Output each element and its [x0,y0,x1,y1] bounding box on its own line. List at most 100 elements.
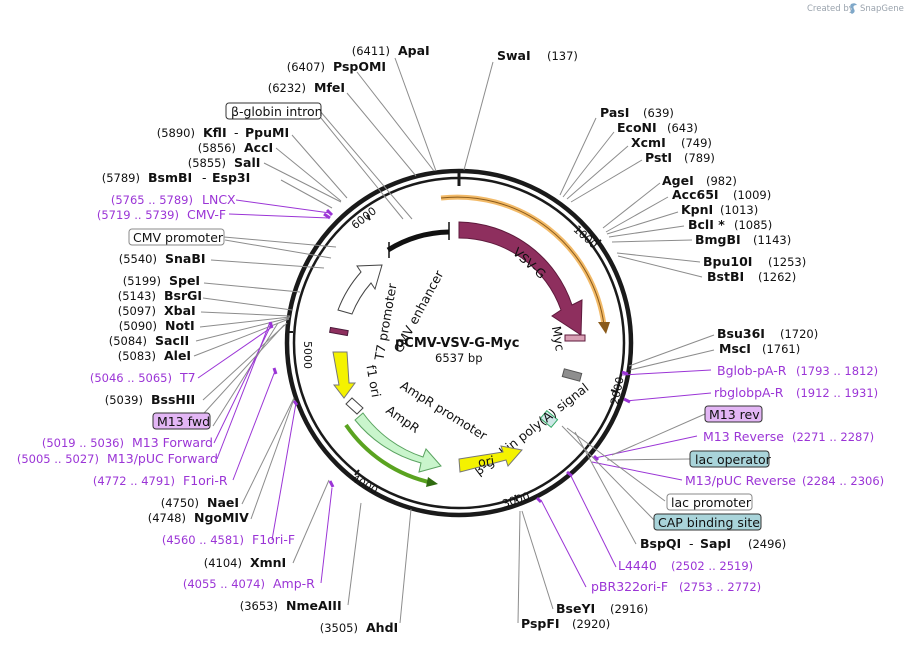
primer-f1ori-f[interactable]: (4560 .. 4581)F1ori-F [162,532,295,547]
site-acci[interactable]: (5856)AccI [198,140,273,155]
site-noti[interactable]: (5090)NotI [119,318,195,333]
site-msci[interactable]: MscI(1761) [719,341,800,356]
svg-text:(137): (137) [547,49,578,63]
svg-text:AhdI: AhdI [366,620,398,635]
site-bmgbi[interactable]: BmgBI(1143) [695,232,791,247]
site-besshii[interactable]: (5039)BssHII [105,392,195,407]
svg-text:EcoNI: EcoNI [617,120,657,135]
svg-text:(5083): (5083) [118,349,156,363]
box-cap-binding-site[interactable]: CAP binding site [653,513,762,531]
svg-text:(4748): (4748) [148,511,186,525]
box-m13-rev[interactable]: M13 rev [704,405,763,423]
site-alei[interactable]: (5083)AleI [118,348,191,363]
site-ngomiv[interactable]: (4748)NgoMIV [148,510,249,525]
svg-text:(5855): (5855) [188,156,226,170]
primer-l4440[interactable]: L4440(2502 .. 2519) [618,558,753,573]
primer-cmv-f[interactable]: (5719 .. 5739)CMV-F [97,207,226,222]
primer-t7[interactable]: (5046 .. 5065)T7 [90,370,196,385]
primer-lncx[interactable]: (5765 .. 5789)LNCX [111,192,236,207]
svg-text:NaeI: NaeI [207,495,239,510]
primer-pbr322ori-f[interactable]: pBR322ori-F(2753 .. 2772) [591,579,761,594]
site-sacii[interactable]: (5084)SacII [109,333,189,348]
svg-text:(1262): (1262) [758,270,796,284]
primer-bglob-pa-r[interactable]: Bglob-pA-R(1793 .. 1812) [717,363,878,378]
svg-text:(1085): (1085) [734,218,772,232]
site-bcli[interactable]: BclI *(1085) [688,217,772,232]
site-mfei[interactable]: (6232)MfeI [268,80,345,95]
site-pasi[interactable]: PasI(639) [600,105,674,120]
svg-text:Bpu10I: Bpu10I [703,254,752,269]
svg-text:KflI: KflI [203,125,227,140]
svg-text:BssHII: BssHII [151,392,195,407]
svg-text:M13/pUC Forward: M13/pUC Forward [107,451,218,466]
site-psti[interactable]: PstI(789) [645,150,715,165]
primer-amp-r[interactable]: (4055 .. 4074)Amp-R [183,576,315,591]
site-sali[interactable]: (5855)SalI [188,155,261,170]
svg-text:KpnI: KpnI [681,202,713,217]
site-pspomi[interactable]: (6407)PspOMI [287,59,386,74]
tick-2000: 2000 [608,376,627,406]
svg-text:CMV-F: CMV-F [187,207,226,222]
site-apai[interactable]: (6411)ApaI [352,43,430,58]
site-kpni[interactable]: KpnI(1013) [681,202,758,217]
site-snabi[interactable]: (5540)SnaBI [119,251,206,266]
site-pspfi[interactable]: PspFI(2920) [521,616,610,631]
box-lac-operator[interactable]: lac operator [689,450,772,468]
site-spei[interactable]: (5199)SpeI [123,273,200,288]
primer-m13-forward[interactable]: (5019 .. 5036)M13 Forward [42,435,213,450]
svg-text:L4440: L4440 [618,558,657,573]
site-xbai[interactable]: (5097)XbaI [118,303,196,318]
svg-text:LNCX: LNCX [202,192,236,207]
svg-text:(5199): (5199) [123,274,161,288]
svg-text:(1009): (1009) [733,188,771,202]
primer-m13-reverse[interactable]: M13 Reverse (2271 .. 2287) [703,429,874,444]
svg-text:(982): (982) [706,174,737,188]
svg-text:Acc65I: Acc65I [672,187,719,202]
svg-text:M13 Reverse: M13 Reverse [703,429,784,444]
svg-text:lac promoter: lac promoter [671,495,752,510]
box-lac-promoter[interactable]: lac promoter [666,493,753,511]
site-agei[interactable]: AgeI(982) [662,173,737,188]
svg-text:BsrGI: BsrGI [164,288,202,303]
site-bstbi[interactable]: BstBI(1262) [707,269,796,284]
site-bsrgi[interactable]: (5143)BsrGI [118,288,202,303]
svg-text:M13 rev: M13 rev [709,407,760,422]
primer-m13-puc-forward[interactable]: (5005 .. 5027)M13/pUC Forward [17,451,218,466]
site-bsmbi-esp3i[interactable]: (5789)BsmBI-Esp3I [102,170,251,185]
svg-text:CMV promoter: CMV promoter [133,230,224,245]
primer-m13-puc-reverse[interactable]: M13/pUC Reverse(2284 .. 2306) [685,473,884,488]
site-xmni[interactable]: (4104)XmnI [204,555,286,570]
site-ahdi[interactable]: (3505)AhdI [320,620,398,635]
site-bpu10i[interactable]: Bpu10I(1253) [703,254,806,269]
site-xcmi[interactable]: XcmI(749) [631,135,712,150]
site-swai[interactable]: SwaI(137) [497,48,578,63]
box-m13-fwd[interactable]: M13 fwd [152,412,211,430]
primer-f1ori-r[interactable]: (4772 .. 4791)F1ori-R [93,473,228,488]
svg-text:-: - [689,536,694,551]
svg-text:-: - [202,170,207,185]
ampr-feature [354,412,442,473]
vsvg-highlight-arrow [598,322,610,334]
svg-text:(2271 .. 2287): (2271 .. 2287) [792,430,874,444]
credit-product: SnapGene [860,4,904,14]
svg-text:AccI: AccI [244,140,273,155]
site-econi[interactable]: EcoNI(643) [617,120,698,135]
site-bspqi-sapi[interactable]: BspQI-SapI(2496) [640,536,786,551]
plasmid-name: pCMV-VSV-G-Myc [395,336,519,351]
site-nmeaiii[interactable]: (3653)NmeAIII [240,598,342,613]
site-kfli-ppumi[interactable]: (5890)KflI-PpuMI [157,125,289,140]
site-bseyi[interactable]: BseYI(2916) [556,601,648,616]
svg-text:F1ori-R: F1ori-R [183,473,228,488]
f1ori-feature [332,351,356,399]
box-globin-intron[interactable]: β-globin intron [225,102,323,120]
svg-text:M13 fwd: M13 fwd [157,414,210,429]
box-cmv-promoter[interactable]: CMV promoter [128,228,225,246]
svg-text:(2916): (2916) [610,602,648,616]
primer-rbglobpa-r[interactable]: rbglobpA-R(1912 .. 1931) [714,385,878,400]
svg-text:(2920): (2920) [572,617,610,631]
svg-text:(5097): (5097) [118,304,156,318]
site-naei[interactable]: (4750)NaeI [161,495,239,510]
site-acc65i[interactable]: Acc65I (1009) [672,187,771,202]
site-bsu36i[interactable]: Bsu36I(1720) [717,326,818,341]
